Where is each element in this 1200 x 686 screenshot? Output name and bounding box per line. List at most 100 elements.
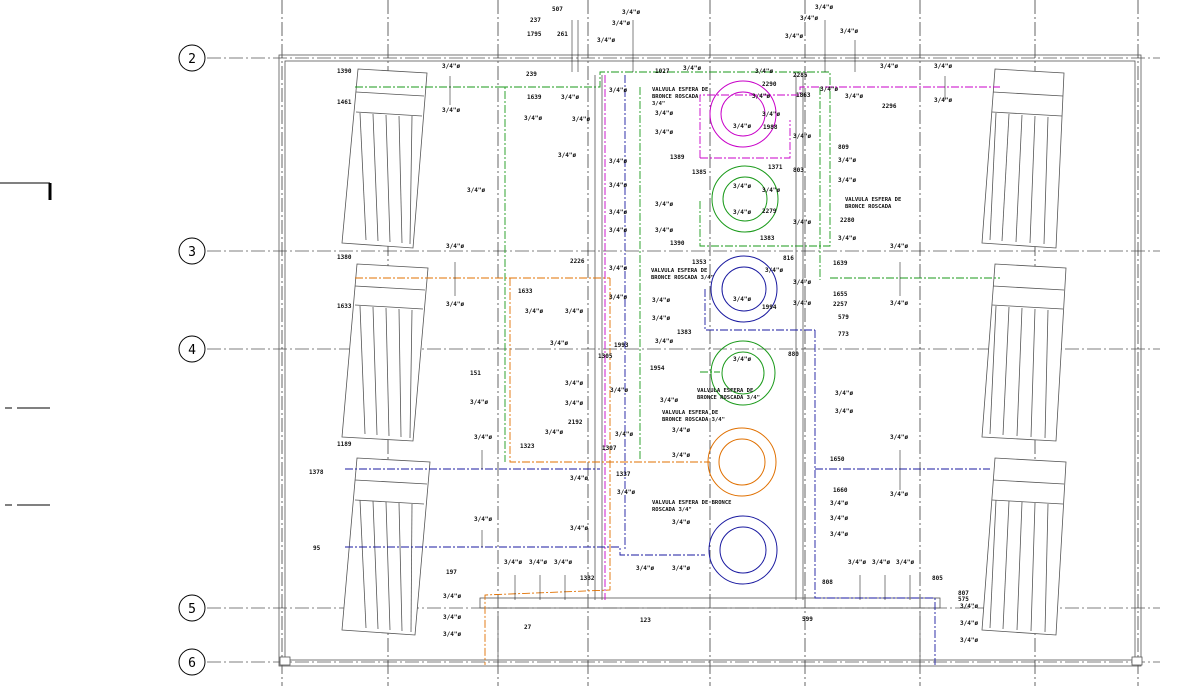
pipe-size-label: 3/4"ø	[597, 37, 615, 44]
solar-panel-left-1	[341, 68, 428, 249]
pipe-size-label: 3/4"ø	[660, 397, 678, 404]
pipe-size-label: 3/4"ø	[446, 243, 464, 250]
pipe-size-label: 3/4"ø	[561, 94, 579, 101]
pipe-size-label: 3/4"ø	[960, 603, 978, 610]
ref-label: 1655	[833, 291, 848, 298]
ref-label: 95	[313, 545, 321, 552]
ref-label: 1993	[614, 342, 629, 349]
ref-label: 1461	[337, 99, 352, 106]
pipe-size-label: 3/4"ø	[609, 87, 627, 94]
tank-blue-2	[708, 515, 778, 585]
tank-green-2	[710, 340, 776, 406]
pipe-size-label: 3/4"ø	[960, 620, 978, 627]
pipe-size-label: 3/4"ø	[550, 340, 568, 347]
ref-label: 1371	[768, 164, 783, 171]
pipe-size-label: 3/4"ø	[443, 593, 461, 600]
valve-note-1c: 3/4"	[652, 101, 665, 107]
pipe-size-label: 3/4"ø	[529, 559, 547, 566]
pipe-size-label: 3/4"ø	[655, 227, 673, 234]
pipe-size-label: 3/4"ø	[467, 187, 485, 194]
valve-note-1a: VALVULA ESFERA DE	[652, 87, 708, 93]
pipe-size-label: 3/4"ø	[793, 219, 811, 226]
pipe-size-label: 3/4"ø	[652, 315, 670, 322]
pipe-size-label: 3/4"ø	[762, 187, 780, 194]
pipe-size-label: 3/4"ø	[845, 93, 863, 100]
ref-label: 27	[524, 624, 532, 631]
pipe-size-label: 3/4"ø	[446, 301, 464, 308]
ref-label: 151	[470, 370, 481, 377]
pipe-size-label: 3/4"ø	[565, 380, 583, 387]
pipe-green	[355, 71, 1000, 462]
pipe-size-label: 3/4"ø	[443, 614, 461, 621]
pipe-size-label: 3/4"ø	[733, 296, 751, 303]
valve-note-6a: VALVULA ESFERA DE BRONCE	[652, 500, 731, 506]
ref-label: 1189	[337, 441, 352, 448]
ref-label: 1390	[670, 240, 685, 247]
pipe-size-label: 3/4"ø	[609, 209, 627, 216]
pipe-size-labels: 3/4"ø 3/4"ø 3/4"ø 3/4"ø 3/4"ø 3/4"ø 3/4"…	[442, 4, 978, 644]
ref-label: 2279	[762, 208, 777, 215]
ref-label: 809	[838, 144, 849, 151]
pipe-size-label: 3/4"ø	[443, 631, 461, 638]
ref-label: 1988	[763, 124, 778, 131]
pipe-size-label: 3/4"ø	[835, 408, 853, 415]
pipe-size-label: 3/4"ø	[655, 129, 673, 136]
pipe-size-label: 3/4"ø	[830, 515, 848, 522]
pipe-size-label: 3/4"ø	[872, 559, 890, 566]
pipe-size-label: 3/4"ø	[609, 265, 627, 272]
pipe-size-label: 3/4"ø	[609, 227, 627, 234]
pipe-size-label: 3/4"ø	[890, 491, 908, 498]
axis-bubble-6: 6	[178, 648, 206, 676]
ref-label: 1660	[833, 487, 848, 494]
pipe-size-label: 3/4"ø	[474, 434, 492, 441]
valve-note-2a: VALVULA ESFERA DE	[845, 197, 901, 203]
ref-label: 1353	[692, 259, 707, 266]
pipe-size-label: 3/4"ø	[793, 133, 811, 140]
pipe-size-label: 3/4"ø	[800, 15, 818, 22]
ref-label: 579	[838, 314, 849, 321]
pipe-size-label: 3/4"ø	[890, 434, 908, 441]
pipe-size-label: 3/4"ø	[830, 531, 848, 538]
ref-label: 805	[932, 575, 943, 582]
tank-green	[711, 165, 779, 233]
pipe-size-label: 3/4"ø	[785, 33, 803, 40]
pipe-size-label: 3/4"ø	[609, 294, 627, 301]
pipe-size-label: 3/4"ø	[672, 452, 690, 459]
pipe-size-label: 3/4"ø	[525, 308, 543, 315]
ref-label: 1994	[762, 304, 777, 311]
pipe-size-label: 3/4"ø	[570, 525, 588, 532]
building-walls	[278, 54, 1143, 667]
pipe-size-label: 3/4"ø	[848, 559, 866, 566]
ref-label: 2285	[793, 72, 808, 79]
ref-label: 1027	[655, 68, 670, 75]
pipe-size-label: 3/4"ø	[565, 400, 583, 407]
ref-label: 1633	[337, 303, 352, 310]
valve-note-5b: BRONCE ROSCADA 3/4"	[662, 417, 725, 423]
ref-label: 2290	[762, 81, 777, 88]
ref-label: 197	[446, 569, 457, 576]
pipe-size-label: 3/4"ø	[830, 500, 848, 507]
valve-note-2b: BRONCE ROSCADA	[845, 204, 892, 210]
ref-label: 2280	[840, 217, 855, 224]
pipe-size-label: 3/4"ø	[835, 390, 853, 397]
solar-panel-left-3	[341, 457, 431, 636]
ref-label: 1385	[692, 169, 707, 176]
ref-label: 123	[640, 617, 651, 624]
pipe-size-label: 3/4"ø	[572, 116, 590, 123]
pipe-size-label: 3/4"ø	[565, 308, 583, 315]
pipe-size-label: 3/4"ø	[793, 279, 811, 286]
pipe-size-label: 3/4"ø	[672, 427, 690, 434]
pipe-size-label: 3/4"ø	[838, 235, 856, 242]
ref-label: 239	[526, 71, 537, 78]
ref-label: 1323	[520, 443, 535, 450]
pipe-size-label: 3/4"ø	[504, 559, 522, 566]
pipe-size-label: 3/4"ø	[622, 9, 640, 16]
pipe-size-label: 3/4"ø	[655, 338, 673, 345]
ref-label: 808	[822, 579, 833, 586]
pipe-size-label: 3/4"ø	[612, 20, 630, 27]
ref-label: 237	[530, 17, 541, 24]
ref-label: 599	[802, 616, 813, 623]
tank-orange	[707, 427, 777, 497]
valve-note-1b: BRONCE ROSCADA	[652, 94, 699, 100]
pipe-size-label: 3/4"ø	[545, 429, 563, 436]
